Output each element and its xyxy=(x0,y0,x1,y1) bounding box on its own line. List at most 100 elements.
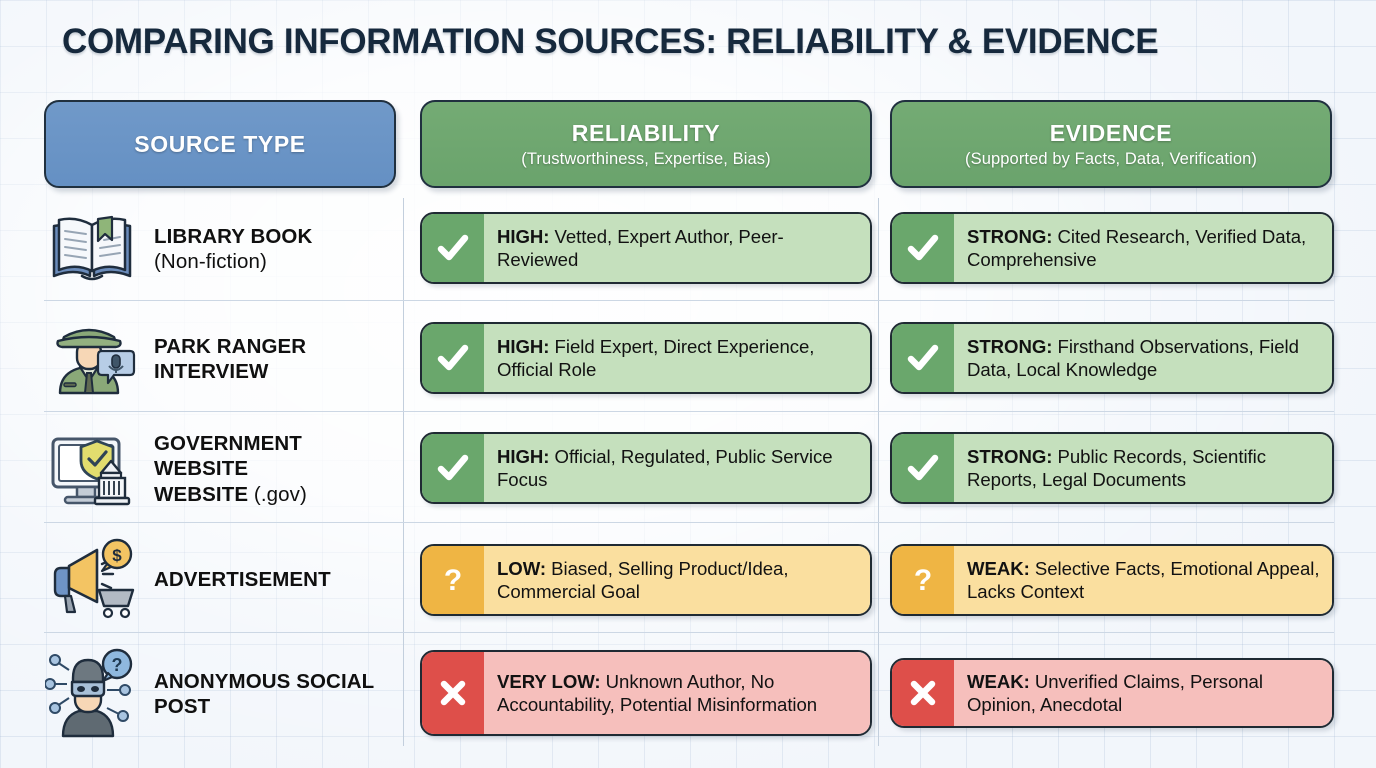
reliability-text: LOW: Biased, Selling Product/Idea, Comme… xyxy=(497,557,858,604)
check-icon xyxy=(422,214,484,282)
source-name: ANONYMOUS SOCIAL POST xyxy=(154,669,374,718)
question-mark-icon: ? xyxy=(892,546,954,614)
column-header-reliability: RELIABILITY (Trustworthiness, Expertise,… xyxy=(420,100,872,188)
column-header-evidence-sublabel: (Supported by Facts, Data, Verification) xyxy=(965,149,1257,168)
column-header-reliability-sublabel: (Trustworthiness, Expertise, Bias) xyxy=(521,149,771,168)
row-separator xyxy=(44,411,1334,412)
park-ranger-icon xyxy=(44,315,140,403)
source-name: LIBRARY BOOK xyxy=(154,224,313,248)
reliability-detail: Unknown Author, No Accountability, Poten… xyxy=(497,670,818,715)
reliability-detail: Official, Regulated, Public Service Focu… xyxy=(497,445,833,490)
column-divider-right xyxy=(878,198,879,746)
reliability-badge: ? LOW: Biased, Selling Product/Idea, Com… xyxy=(420,544,872,616)
check-icon xyxy=(422,324,484,392)
evidence-badge-body: WEAK: Unverified Claims, Personal Opinio… xyxy=(954,660,1332,726)
evidence-badge-body: STRONG: Firsthand Observations, Field Da… xyxy=(954,324,1332,392)
evidence-detail: Cited Research, Verified Data, Comprehen… xyxy=(967,225,1307,270)
table-row: LIBRARY BOOK (Non-fiction) HIGH: Vetted,… xyxy=(44,200,1334,298)
evidence-badge-body: STRONG: Cited Research, Verified Data, C… xyxy=(954,214,1332,282)
row-separator xyxy=(44,632,1334,633)
check-icon xyxy=(422,434,484,502)
reliability-badge-body: VERY LOW: Unknown Author, No Accountabil… xyxy=(484,652,870,734)
reliability-badge: HIGH: Field Expert, Direct Experience, O… xyxy=(420,322,872,394)
column-divider-left xyxy=(403,198,404,746)
reliability-text: HIGH: Field Expert, Direct Experience, O… xyxy=(497,335,858,382)
evidence-detail: Public Records, Scientific Reports, Lega… xyxy=(967,445,1266,490)
source-label: GOVERNMENT WEBSITE WEBSITE (.gov) xyxy=(154,431,400,507)
evidence-badge: STRONG: Cited Research, Verified Data, C… xyxy=(890,212,1334,284)
evidence-level: STRONG: xyxy=(967,445,1053,467)
evidence-level: STRONG: xyxy=(967,335,1053,357)
row-separator xyxy=(44,300,1334,301)
government-website-icon xyxy=(44,425,140,513)
anonymous-user-icon: ? xyxy=(44,648,140,738)
evidence-detail: Unverified Claims, Personal Opinion, Ane… xyxy=(967,670,1263,715)
reliability-badge-body: HIGH: Field Expert, Direct Experience, O… xyxy=(484,324,870,392)
evidence-text: WEAK: Unverified Claims, Personal Opinio… xyxy=(967,670,1320,717)
source-name: GOVERNMENT WEBSITE xyxy=(154,431,302,481)
cross-icon xyxy=(892,660,954,726)
reliability-badge-body: HIGH: Official, Regulated, Public Servic… xyxy=(484,434,870,502)
source-label: ANONYMOUS SOCIAL POST xyxy=(154,669,374,720)
evidence-badge: ? WEAK: Selective Facts, Emotional Appea… xyxy=(890,544,1334,616)
svg-text:?: ? xyxy=(444,564,462,597)
evidence-detail: Selective Facts, Emotional Appeal, Lacks… xyxy=(967,557,1320,602)
evidence-badge: WEAK: Unverified Claims, Personal Opinio… xyxy=(890,658,1334,728)
source-cell: LIBRARY BOOK (Non-fiction) xyxy=(44,200,400,298)
column-header-evidence: EVIDENCE (Supported by Facts, Data, Veri… xyxy=(890,100,1332,188)
question-mark-icon: ? xyxy=(422,546,484,614)
source-qualifier: (Non-fiction) xyxy=(154,250,267,273)
evidence-badge-body: WEAK: Selective Facts, Emotional Appeal,… xyxy=(954,546,1332,614)
reliability-badge-body: HIGH: Vetted, Expert Author, Peer-Review… xyxy=(484,214,870,282)
reliability-level: HIGH: xyxy=(497,445,550,467)
table-row: ? ANONYMOUS SOCIAL POST VERY LOW: Unknow… xyxy=(44,642,1334,746)
check-icon xyxy=(892,324,954,392)
column-header-source-type: SOURCE TYPE xyxy=(44,100,396,188)
reliability-detail: Biased, Selling Product/Idea, Commercial… xyxy=(497,557,789,602)
table-row: GOVERNMENT WEBSITE WEBSITE (.gov) HIGH: … xyxy=(44,420,1334,518)
page-title: COMPARING INFORMATION SOURCES: RELIABILI… xyxy=(62,22,1159,61)
reliability-detail: Vetted, Expert Author, Peer-Reviewed xyxy=(497,225,784,270)
reliability-level: HIGH: xyxy=(497,225,550,247)
reliability-text: HIGH: Official, Regulated, Public Servic… xyxy=(497,445,858,492)
evidence-text: WEAK: Selective Facts, Emotional Appeal,… xyxy=(967,557,1320,604)
evidence-badge: STRONG: Public Records, Scientific Repor… xyxy=(890,432,1334,504)
cross-icon xyxy=(422,652,484,734)
source-cell: ? ANONYMOUS SOCIAL POST xyxy=(44,642,400,746)
source-cell: PARK RANGER INTERVIEW xyxy=(44,310,400,408)
source-name: PARK RANGER INTERVIEW xyxy=(154,334,307,383)
evidence-level: STRONG: xyxy=(967,225,1053,247)
source-cell: $ ADVERTISEMENT xyxy=(44,532,400,628)
column-header-evidence-label: EVIDENCE xyxy=(1049,119,1173,146)
evidence-badge: STRONG: Firsthand Observations, Field Da… xyxy=(890,322,1334,394)
evidence-detail: Firsthand Observations, Field Data, Loca… xyxy=(967,335,1299,380)
reliability-level: LOW: xyxy=(497,557,547,579)
reliability-badge: HIGH: Vetted, Expert Author, Peer-Review… xyxy=(420,212,872,284)
source-label: LIBRARY BOOK (Non-fiction) xyxy=(154,224,312,275)
advertisement-megaphone-icon: $ xyxy=(44,536,140,624)
reliability-text: VERY LOW: Unknown Author, No Accountabil… xyxy=(497,670,858,717)
svg-text:?: ? xyxy=(112,655,123,675)
source-qualifier: (.gov) xyxy=(253,482,307,506)
source-label: PARK RANGER INTERVIEW xyxy=(154,334,384,385)
source-qualifier-line: WEBSITE (.gov) xyxy=(154,482,307,506)
evidence-text: STRONG: Cited Research, Verified Data, C… xyxy=(967,225,1320,272)
source-label: ADVERTISEMENT xyxy=(154,567,331,592)
reliability-level: VERY LOW: xyxy=(497,670,601,692)
evidence-text: STRONG: Firsthand Observations, Field Da… xyxy=(967,335,1320,382)
evidence-badge-body: STRONG: Public Records, Scientific Repor… xyxy=(954,434,1332,502)
svg-text:$: $ xyxy=(112,546,122,565)
column-header-source-type-label: SOURCE TYPE xyxy=(134,130,306,157)
reliability-detail: Field Expert, Direct Experience, Officia… xyxy=(497,335,815,380)
table-row: PARK RANGER INTERVIEW HIGH: Field Expert… xyxy=(44,310,1334,408)
evidence-level: WEAK: xyxy=(967,557,1030,579)
reliability-badge: HIGH: Official, Regulated, Public Servic… xyxy=(420,432,872,504)
reliability-badge-body: LOW: Biased, Selling Product/Idea, Comme… xyxy=(484,546,870,614)
row-separator xyxy=(44,522,1334,523)
reliability-badge: VERY LOW: Unknown Author, No Accountabil… xyxy=(420,650,872,736)
evidence-text: STRONG: Public Records, Scientific Repor… xyxy=(967,445,1320,492)
svg-text:?: ? xyxy=(914,564,932,597)
source-name: ADVERTISEMENT xyxy=(154,568,331,592)
evidence-level: WEAK: xyxy=(967,670,1030,692)
reliability-text: HIGH: Vetted, Expert Author, Peer-Review… xyxy=(497,225,858,272)
